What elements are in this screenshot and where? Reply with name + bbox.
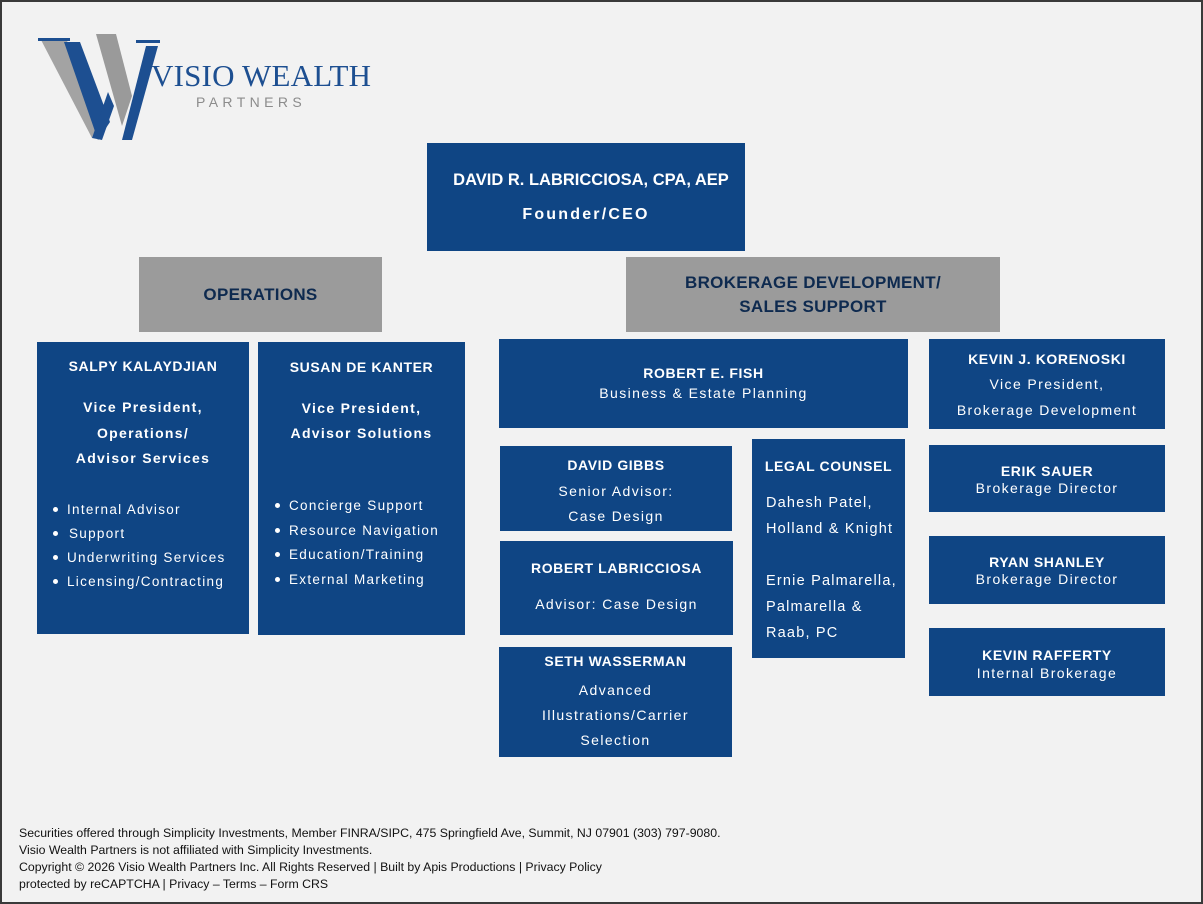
salpy-kalaydjian-box: SALPY KALAYDJIAN Vice President, Operati… (37, 342, 249, 634)
seth-name: SETH WASSERMAN (544, 653, 687, 669)
salpy-title-line: Vice President, (83, 399, 203, 415)
sauer-name: ERIK SAUER (1000, 463, 1094, 479)
seth-wasserman-box: SETH WASSERMAN Advanced Illustrations/Ca… (499, 647, 732, 757)
susan-de-kanter-box: SUSAN DE KANTER Vice President, Advisor … (258, 342, 465, 635)
rlab-title: Advisor: Case Design (535, 596, 698, 612)
sauer-title: Brokerage Director (975, 480, 1119, 496)
legal-line: Palmarella & (766, 599, 863, 615)
list-item: External Marketing (275, 568, 439, 593)
salpy-title-line: Advisor Services (75, 450, 211, 466)
seth-title: Advanced Illustrations/Carrier Selection (499, 678, 732, 753)
rafferty-name: KEVIN RAFFERTY (982, 647, 1112, 663)
susan-title-line: Advisor Solutions (290, 425, 433, 441)
legal-line: Ernie Palmarella, (766, 573, 897, 589)
susan-title: Vice President, Advisor Solutions (258, 396, 465, 446)
ryan-shanley-box: RYAN SHANLEY Brokerage Director (929, 536, 1165, 604)
korenoski-name: KEVIN J. KORENOSKI (968, 351, 1126, 367)
rlab-name: ROBERT LABRICCIOSA (530, 560, 703, 576)
susan-name: SUSAN DE KANTER (289, 359, 434, 375)
list-item: Education/Training (275, 543, 439, 568)
list-item: Licensing/Contracting (53, 570, 226, 594)
footer-copyright[interactable]: Copyright © 2026 Visio Wealth Partners I… (19, 860, 602, 874)
list-item: Resource Navigation (275, 519, 439, 544)
gibbs-title-line: Case Design (568, 508, 664, 524)
korenoski-title-line: Vice President, (989, 376, 1105, 392)
susan-title-line: Vice President, (301, 400, 422, 416)
logo-name: VISIO WEALTH (151, 58, 372, 93)
rafferty-title: Internal Brokerage (976, 665, 1118, 681)
logo[interactable]: VISIO WEALTH PARTNERS (36, 26, 386, 146)
operations-label: OPERATIONS (203, 284, 318, 304)
footer: Securities offered through Simplicity In… (19, 825, 720, 893)
shanley-title: Brokerage Director (975, 571, 1119, 587)
legal-counsel-box: LEGAL COUNSEL Dahesh Patel, Holland & Kn… (752, 439, 905, 658)
salpy-name: SALPY KALAYDJIAN (68, 358, 218, 374)
list-item: Underwriting Services (53, 546, 226, 570)
seth-title-line: Illustrations/Carrier (542, 707, 689, 723)
ceo-title: Founder/CEO (522, 206, 650, 223)
footer-recaptcha[interactable]: protected by reCAPTCHA | Privacy – Terms… (19, 877, 329, 891)
legal-line: Raab, PC (766, 625, 839, 641)
ceo-name: DAVID R. LABRICCIOSA, CPA, AEP (453, 171, 729, 189)
legal-line: Dahesh Patel, (766, 495, 873, 511)
korenoski-title-line: Brokerage Development (956, 402, 1138, 418)
legal-counsel-a: Dahesh Patel, Holland & Knight (766, 490, 893, 542)
susan-duties-list: Concierge Support Resource Navigation Ed… (275, 494, 439, 592)
operations-header: OPERATIONS (139, 257, 382, 332)
legal-line: Holland & Knight (766, 521, 894, 537)
brokerage-header: BROKERAGE DEVELOPMENT/ SALES SUPPORT (626, 257, 1000, 332)
seth-title-line: Advanced (578, 682, 653, 698)
footer-affiliation: Visio Wealth Partners is not affiliated … (19, 843, 373, 857)
robert-labricciosa-box: ROBERT LABRICCIOSA Advisor: Case Design (500, 541, 733, 635)
salpy-title: Vice President, Operations/ Advisor Serv… (37, 395, 249, 472)
salpy-title-line: Operations/ (96, 424, 190, 441)
legal-name: LEGAL COUNSEL (764, 458, 893, 474)
shanley-name: RYAN SHANLEY (989, 554, 1105, 570)
kevin-korenoski-box: KEVIN J. KORENOSKI Vice President, Broke… (929, 339, 1165, 429)
footer-disclosure: Securities offered through Simplicity In… (19, 826, 721, 840)
gibbs-name: DAVID GIBBS (567, 457, 665, 473)
gibbs-title: Senior Advisor: Case Design (500, 479, 732, 529)
korenoski-title: Vice President, Brokerage Development (929, 371, 1165, 423)
kevin-rafferty-box: KEVIN RAFFERTY Internal Brokerage (929, 628, 1165, 696)
ceo-box: DAVID R. LABRICCIOSA, CPA, AEP Founder/C… (427, 143, 745, 251)
robert-fish-box: ROBERT E. FISH Business & Estate Plannin… (499, 339, 908, 428)
brokerage-label-line2: SALES SUPPORT (739, 296, 887, 316)
salpy-duties-list: Internal Advisor Support Underwriting Se… (53, 498, 226, 594)
list-item: Concierge Support (275, 494, 439, 519)
brokerage-label-line1: BROKERAGE DEVELOPMENT/ (685, 272, 941, 292)
list-item: Internal Advisor (53, 498, 226, 522)
fish-name: ROBERT E. FISH (643, 365, 764, 381)
list-item-continued: Support (53, 522, 226, 546)
david-gibbs-box: DAVID GIBBS Senior Advisor: Case Design (500, 446, 732, 531)
seth-title-line: Selection (580, 732, 651, 748)
fish-title: Business & Estate Planning (599, 385, 808, 401)
gibbs-title-line: Senior Advisor: (558, 483, 674, 499)
logo-sub: PARTNERS (196, 94, 307, 110)
logo-w-mark (38, 34, 160, 140)
legal-counsel-b: Ernie Palmarella, Palmarella & Raab, PC (766, 568, 897, 646)
erik-sauer-box: ERIK SAUER Brokerage Director (929, 445, 1165, 512)
